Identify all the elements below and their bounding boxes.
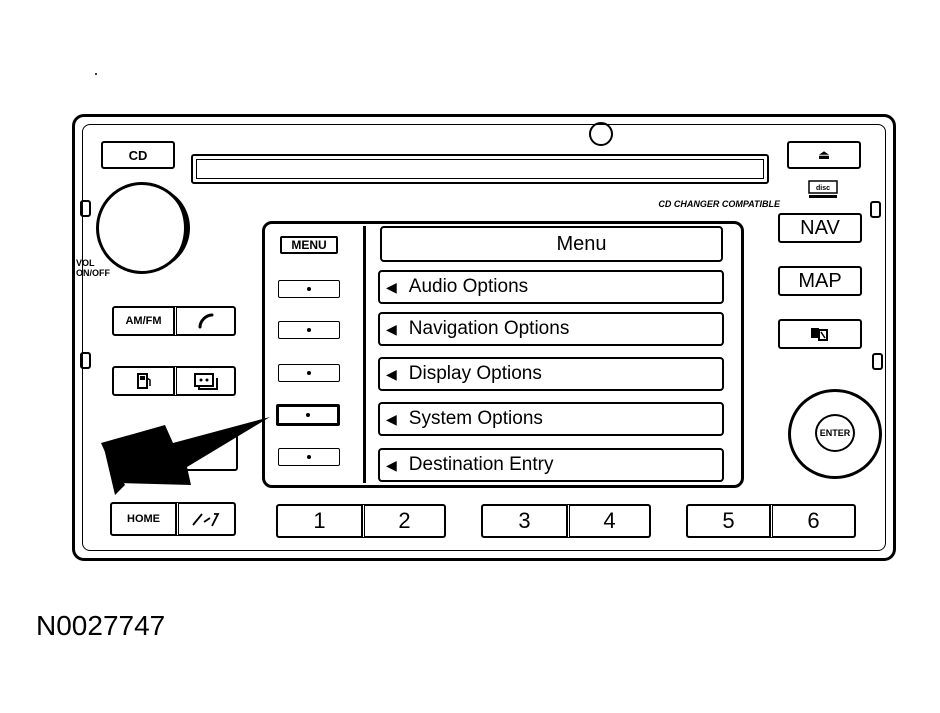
volume-label: VOL ON/OFF	[76, 258, 136, 278]
hidden-button[interactable]	[186, 435, 238, 471]
preset-2-button[interactable]: 2	[362, 504, 446, 538]
menu-option-label: Navigation Options	[408, 318, 570, 339]
menu-title: Menu	[380, 226, 723, 262]
home-label: HOME	[127, 513, 160, 525]
figure-id: N0027747	[36, 610, 166, 641]
left-arrow-icon: ◀	[386, 278, 397, 295]
speck	[95, 73, 97, 75]
svg-text:disc: disc	[816, 185, 830, 192]
fuel-button[interactable]	[112, 366, 174, 396]
route-icon	[191, 513, 219, 527]
map-pan-button[interactable]	[778, 319, 862, 349]
menu-option-display[interactable]: ◀ Display Options	[378, 357, 724, 391]
menu-option-label: Display Options	[408, 363, 542, 384]
menu-option-audio[interactable]: ◀ Audio Options	[378, 270, 724, 304]
home-button[interactable]: HOME	[110, 502, 176, 536]
cd-changer-compatible-text: CD CHANGER COMPATIBLE	[658, 199, 780, 209]
enter-button[interactable]: ENTER	[815, 414, 855, 452]
cd-slot	[191, 154, 769, 184]
soft-key-5[interactable]	[278, 448, 340, 466]
preset-6-button[interactable]: 6	[770, 504, 856, 538]
left-arrow-icon: ◀	[386, 456, 397, 473]
mount-hole	[870, 201, 881, 218]
preset-1-button[interactable]: 1	[276, 504, 362, 538]
dot-icon	[307, 328, 311, 332]
menu-option-destination[interactable]: ◀ Destination Entry	[378, 448, 724, 482]
menu-option-navigation[interactable]: ◀ Navigation Options	[378, 312, 724, 346]
dot-icon	[307, 371, 311, 375]
am-fm-button[interactable]: AM/FM	[112, 306, 174, 336]
phone-button[interactable]	[174, 306, 236, 336]
display-screen	[262, 221, 744, 488]
menu-option-label: System Options	[408, 408, 543, 429]
left-arrow-icon: ◀	[386, 410, 397, 427]
callout-arrow-icon	[101, 417, 270, 495]
left-arrow-icon: ◀	[386, 365, 397, 382]
map-button[interactable]: MAP	[778, 266, 862, 296]
dot-icon	[307, 455, 311, 459]
soft-key-3[interactable]	[278, 364, 340, 382]
menu-option-label: Audio Options	[408, 276, 529, 297]
map-pan-icon	[811, 328, 828, 341]
mount-hole	[872, 353, 883, 370]
soft-key-1[interactable]	[278, 280, 340, 298]
dot-icon	[307, 287, 311, 291]
soft-key-column	[268, 226, 366, 483]
radio-bezel-inner	[82, 124, 886, 551]
nav-button[interactable]: NAV	[778, 213, 862, 243]
cd-button[interactable]: CD	[101, 141, 175, 169]
eject-icon: ⏏	[817, 147, 831, 162]
cd-slot-inner	[196, 159, 764, 179]
reset-hole	[589, 122, 613, 146]
preset-5-button[interactable]: 5	[686, 504, 770, 538]
soft-key-2[interactable]	[278, 321, 340, 339]
volume-knob-shadow	[108, 186, 190, 270]
am-fm-label: AM/FM	[125, 315, 162, 327]
mount-hole	[80, 200, 91, 217]
soft-key-4[interactable]	[276, 404, 340, 426]
tape-icon	[193, 373, 218, 390]
compact-disc-logo: disc	[803, 180, 843, 200]
vol-text: VOL	[76, 258, 95, 268]
route-button[interactable]	[176, 502, 236, 536]
dot-icon	[306, 413, 310, 417]
on-off-text: ON/OFF	[76, 268, 110, 278]
fuel-pump-icon	[136, 373, 151, 389]
tape-button[interactable]	[174, 366, 236, 396]
mount-hole	[80, 352, 91, 369]
menu-option-label: Destination Entry	[408, 454, 554, 475]
menu-option-system[interactable]: ◀ System Options	[378, 402, 724, 436]
menu-tag[interactable]: MENU	[280, 236, 338, 254]
preset-4-button[interactable]: 4	[567, 504, 651, 538]
eject-button[interactable]: ⏏	[787, 141, 861, 169]
preset-3-button[interactable]: 3	[481, 504, 567, 538]
left-arrow-icon: ◀	[386, 320, 397, 337]
phone-icon	[198, 313, 213, 329]
enter-knob[interactable]	[788, 389, 882, 479]
